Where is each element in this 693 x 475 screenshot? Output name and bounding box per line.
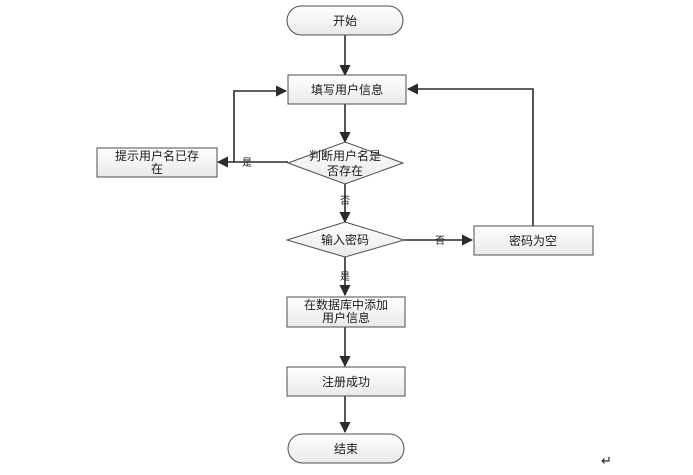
node-fill-user-info: 填写用户信息 xyxy=(287,74,407,105)
edge-empty-to-fill xyxy=(406,83,534,226)
input-password-label: 输入密码 xyxy=(321,232,369,247)
hint-exists-label-line1: 提示用户名已存 xyxy=(115,148,199,163)
node-password-empty: 密码为空 xyxy=(473,225,594,256)
edge-label-exists-yes: 是 xyxy=(242,157,252,169)
check-username-label-line1: 判断用户名是 xyxy=(309,148,381,163)
edge-hint-to-fill xyxy=(233,85,288,162)
fill-user-info-box xyxy=(287,74,407,105)
password-empty-box xyxy=(473,225,594,256)
node-check-username: 判断用户名是 否存在 xyxy=(286,141,405,185)
register-success-box xyxy=(286,366,406,397)
start-label: 开始 xyxy=(333,14,357,28)
end-terminal-shape xyxy=(287,433,405,464)
node-input-password: 输入密码 xyxy=(285,221,406,258)
end-label: 结束 xyxy=(334,442,358,456)
fill-user-info-label: 填写用户信息 xyxy=(311,82,383,97)
register-success-label: 注册成功 xyxy=(322,374,370,389)
add-to-db-label-line2: 用户信息 xyxy=(322,310,370,325)
edges xyxy=(216,35,534,434)
node-register-success: 注册成功 xyxy=(286,366,406,397)
check-username-diamond xyxy=(286,141,405,185)
edge-label-pwd-no: 否 xyxy=(435,235,445,247)
check-username-label-line2: 否存在 xyxy=(327,164,363,178)
edge-label-exists-no: 否 xyxy=(340,195,350,207)
node-end: 结束 xyxy=(287,433,405,464)
input-password-diamond xyxy=(285,221,406,258)
start-terminal-shape xyxy=(286,5,404,36)
hint-exists-label-line2: 在 xyxy=(151,162,163,176)
edge-label-pwd-yes: 是 xyxy=(340,271,350,283)
hint-exists-box xyxy=(96,147,218,178)
node-start: 开始 xyxy=(286,5,404,36)
add-to-db-box xyxy=(286,296,406,328)
node-hint-exists: 提示用户名已存 在 xyxy=(96,147,218,178)
add-to-db-label-line1: 在数据库中添加 xyxy=(304,297,388,312)
node-add-to-db: 在数据库中添加 用户信息 xyxy=(286,296,406,328)
password-empty-label: 密码为空 xyxy=(509,233,557,248)
paragraph-mark: ↵ xyxy=(601,454,612,469)
